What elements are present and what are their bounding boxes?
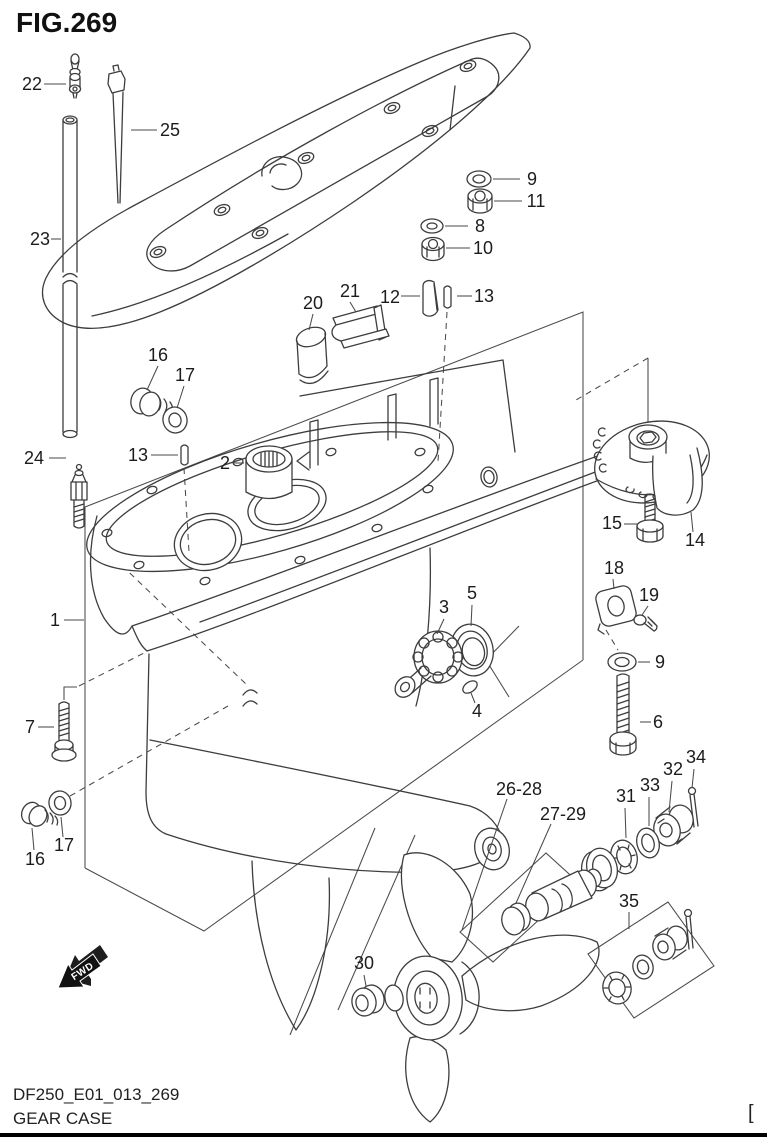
part-18-drawing <box>595 585 637 651</box>
part-13-right-drawing <box>437 285 452 463</box>
part-label-8: 8 <box>475 216 485 236</box>
part-6-drawing <box>609 673 637 756</box>
part-label-11: 11 <box>527 191 546 211</box>
part-label-5: 5 <box>467 583 477 603</box>
part-25-drawing <box>107 64 126 204</box>
prop-shaft-boss <box>474 827 510 871</box>
part-2-drawing <box>245 445 310 500</box>
part-20-drawing <box>295 326 329 385</box>
part-label-9-top: 9 <box>527 169 537 189</box>
flange-bore-front <box>173 512 243 572</box>
part-label-6: 6 <box>653 712 663 732</box>
part-label-19: 19 <box>639 585 659 605</box>
propeller-drawing <box>351 852 600 1123</box>
part-23-drawing <box>62 115 78 439</box>
part-label-13-right: 13 <box>474 286 494 306</box>
part-label-21: 21 <box>340 281 360 301</box>
part-label-10: 10 <box>473 238 493 258</box>
part-label-34: 34 <box>686 747 706 767</box>
flange-bolt-holes <box>101 447 434 586</box>
part-27-29-spacer <box>501 868 602 936</box>
part-12-drawing <box>422 279 439 317</box>
part-label-13-left: 13 <box>128 445 148 465</box>
part-9-mid-drawing <box>607 652 637 672</box>
part-label-31: 31 <box>616 786 636 806</box>
part-label-25: 25 <box>160 120 180 140</box>
part-label-30: 30 <box>354 953 374 973</box>
part-11-drawing <box>467 188 493 214</box>
footer-name: GEAR CASE <box>13 1109 112 1128</box>
part-label-27-29: 27-29 <box>540 804 586 824</box>
part-14-drawing <box>575 357 710 516</box>
part-32-drawing <box>653 804 694 847</box>
part-19-drawing <box>633 614 658 632</box>
part-15-drawing <box>636 493 664 543</box>
footer-code: DF250_E01_013_269 <box>13 1085 179 1104</box>
part-17-upper-drawing <box>162 406 188 434</box>
part-label-26-28: 26-28 <box>496 779 542 799</box>
part-label-7: 7 <box>25 717 35 737</box>
part-label-23: 23 <box>30 229 50 249</box>
part-label-16-lower: 16 <box>25 849 45 869</box>
part-22-drawing <box>68 53 82 99</box>
part-16-lower-drawing <box>20 801 59 827</box>
part-label-2: 2 <box>220 453 230 473</box>
part-7-drawing <box>51 651 147 762</box>
part-label-35: 35 <box>619 891 639 911</box>
part-label-17-lower: 17 <box>54 835 74 855</box>
part-3-gear <box>394 630 464 698</box>
part-21-drawing <box>331 304 390 349</box>
gear-case-cover-drawing <box>41 32 531 329</box>
fwd-marker: FWD <box>57 945 108 989</box>
part-label-17-upper: 17 <box>175 365 195 385</box>
part-label-15: 15 <box>602 513 622 533</box>
part-label-22: 22 <box>22 74 42 94</box>
part-label-33: 33 <box>640 775 660 795</box>
part-35-kit-drawing <box>587 901 715 1019</box>
part-label-20: 20 <box>303 293 323 313</box>
part-label-24: 24 <box>24 448 44 468</box>
part-label-14: 14 <box>685 530 705 550</box>
part-label-3: 3 <box>439 597 449 617</box>
part-label-32: 32 <box>663 759 683 779</box>
part-3-4-5-drawing <box>394 623 520 698</box>
part-label-18: 18 <box>604 558 624 578</box>
part-9-top-drawing <box>466 170 492 188</box>
part-30-drawing <box>351 984 385 1017</box>
figure-title: FIG.269 <box>16 7 117 38</box>
part-8-drawing <box>420 218 444 234</box>
part-10-drawing <box>421 236 445 262</box>
prop-hardware-drawing <box>459 786 699 963</box>
part-label-12: 12 <box>380 287 400 307</box>
leader-lines <box>31 83 695 987</box>
corner-mark: [ <box>748 1102 754 1124</box>
part-label-16-upper: 16 <box>148 345 168 365</box>
part-label-1: 1 <box>50 610 60 630</box>
part-label-9-mid: 9 <box>655 652 665 672</box>
part-13-left-drawing <box>180 444 190 553</box>
gear-case-body-drawing <box>86 359 654 1031</box>
page-bottom-edge <box>0 1133 767 1137</box>
part-17-lower-drawing <box>48 705 229 816</box>
cover-screw-holes <box>149 59 477 259</box>
part-label-4: 4 <box>472 701 482 721</box>
